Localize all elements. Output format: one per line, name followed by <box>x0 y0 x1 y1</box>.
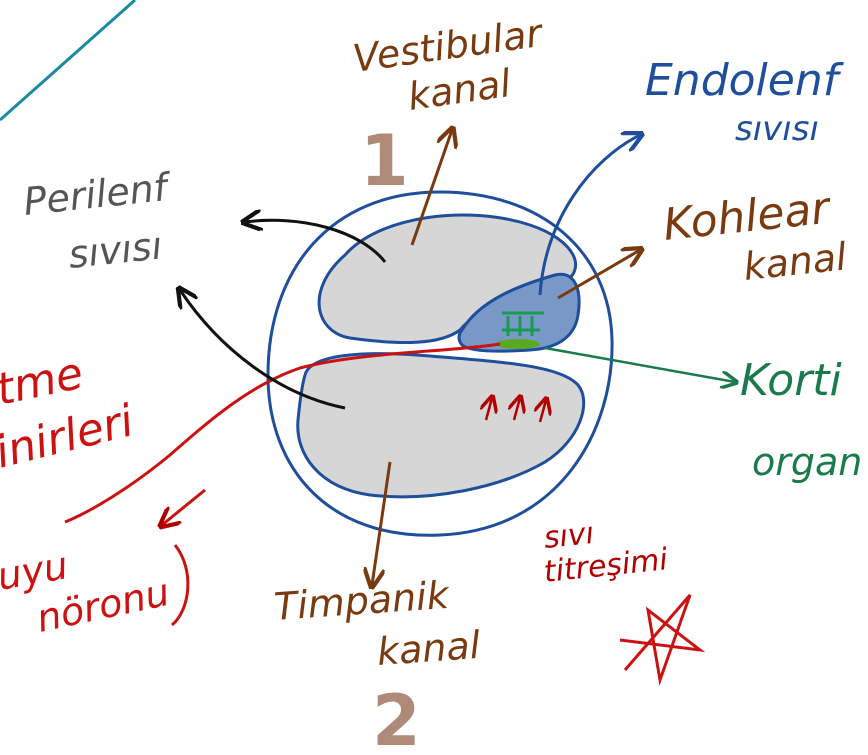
svg-text:sıvısı: sıvısı <box>66 223 164 277</box>
svg-text:Endolenf: Endolenf <box>645 55 845 106</box>
svg-text:organ: organ <box>752 440 862 484</box>
svg-text:kanal: kanal <box>376 623 482 674</box>
label-kohlear: Kohlear kanal <box>661 183 849 289</box>
label-duyu-noronu: uyu nöronu <box>0 543 173 641</box>
svg-text:Perilenf: Perilenf <box>21 165 174 224</box>
svg-text:Korti: Korti <box>740 355 843 406</box>
star-doodle <box>620 595 700 680</box>
basilar-membrane <box>496 339 540 349</box>
tympanic-canal <box>298 354 584 497</box>
label-isitme-sinirleri: tme inirleri <box>0 348 139 479</box>
teal-edge-line <box>0 0 135 120</box>
svg-text:tme: tme <box>0 348 88 416</box>
number-one: 1 <box>360 120 409 202</box>
label-sivi-titresimi: sıvı titreşimi <box>542 516 670 590</box>
number-two: 2 <box>372 680 421 755</box>
svg-text:sıvısı: sıvısı <box>735 109 819 149</box>
svg-text:kanal: kanal <box>741 234 849 289</box>
svg-text:Timpanik: Timpanik <box>273 573 452 629</box>
korti-arrow <box>545 348 735 382</box>
label-endolenf: Endolenf sıvısı <box>645 55 845 149</box>
label-timpanik: Timpanik kanal <box>273 573 482 674</box>
label-korti: Korti organ <box>740 355 862 484</box>
label-perilenf: Perilenf sıvısı <box>21 165 174 277</box>
duyu-bracket <box>172 545 188 625</box>
label-vestibular: Vestibular kanal <box>350 11 547 119</box>
nerve-direction-arrow <box>162 490 205 525</box>
svg-text:uyu: uyu <box>0 543 71 599</box>
